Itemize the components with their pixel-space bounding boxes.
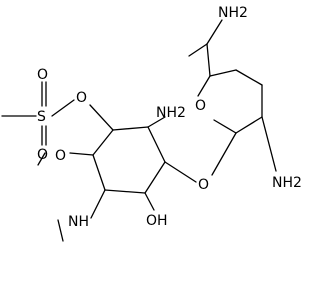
bond-cyc-oh [144,192,155,211]
nh2-top-label: NH2 [218,5,248,21]
bond-anomeric-o [211,132,237,176]
bond-cyc-f [144,161,166,194]
bond-cyc-e [104,189,146,194]
bond-methoxy-methyl [37,152,46,166]
bond-ring-a [235,69,263,86]
nh2-pyran-right-label: NH2 [272,175,302,191]
bond-cyc-d [92,154,106,191]
o-glycosidic-label: O [198,177,209,193]
bond-cyc-b [112,126,149,131]
bond-aminoethyl-b [188,43,208,57]
s-sulfonyl-label: S [37,109,46,125]
nh-methylamino-label: NH [68,214,89,230]
molecule-diagram: NH2 O NH2 O NH2 O S O O O OH NH [1,5,302,242]
bond-cyc-nh [90,189,106,219]
o-sulfonyl-top-label: O [37,67,48,83]
bond-aminoethyl-nh2 [206,19,223,45]
bond-cyc-a [147,126,166,163]
bond-cyc-nh2 [147,116,166,128]
bond-ring-c [235,116,263,134]
o-sulfonyl-bottom-label: O [37,147,48,163]
o-methoxy-label: O [55,148,66,164]
atom-labels: NH2 O NH2 O NH2 O S O O O OH NH [37,5,302,230]
bond-aminoethyl-a [206,43,211,77]
bond-cyc-c [92,129,114,156]
o-mesylate-label: O [76,90,87,106]
bond-mesylate-o [89,104,114,131]
bond-ring-e [197,75,211,97]
bond-ring-d [213,119,237,134]
bonds [1,19,277,242]
oh-label: OH [146,213,168,229]
o-pyran-ring-label: O [195,98,206,114]
bond-glycosidic [164,161,197,183]
bond-methoxy-o [69,152,94,156]
nh2-cyclohexane-label: NH2 [156,105,186,121]
bond-o-s [51,99,75,117]
bond-ring-f [209,69,237,77]
structure-svg: NH2 O NH2 O NH2 O S O O O OH NH [1,5,302,242]
bond-ring-nh2 [261,116,277,172]
bond-nh-methyl [57,219,64,242]
